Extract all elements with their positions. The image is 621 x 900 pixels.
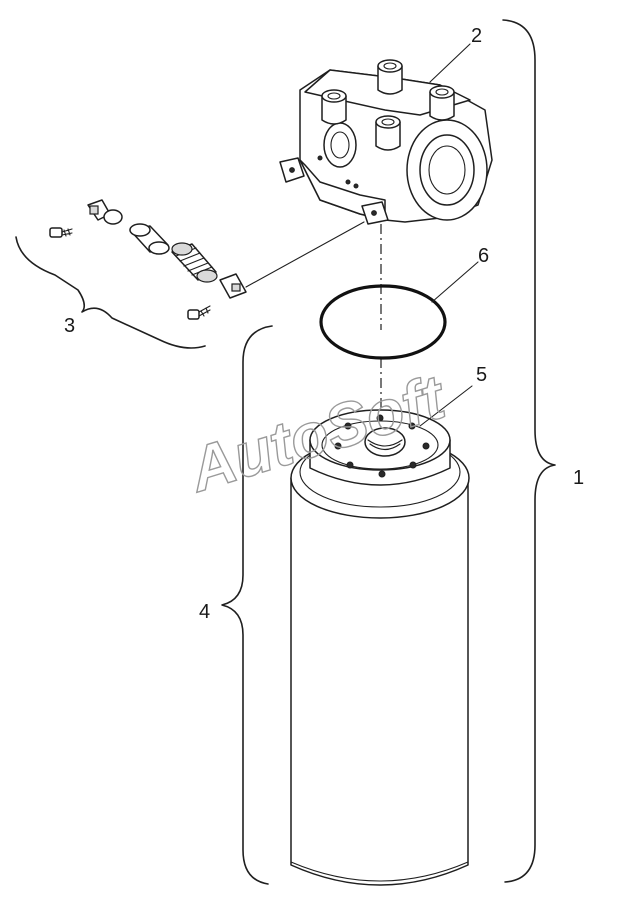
valve-spring (171, 242, 218, 283)
filter-head (279, 59, 493, 225)
head-boss-2 (377, 59, 403, 95)
valve-piston (129, 223, 170, 255)
valve-end-plug (219, 273, 247, 299)
o-ring (319, 284, 447, 360)
callout-4: 4 (199, 601, 210, 623)
leader-6 (431, 261, 479, 303)
brace-filter (221, 325, 273, 885)
screw-lower (187, 305, 211, 320)
callout-5: 5 (476, 364, 487, 386)
screw-upper (49, 227, 73, 238)
filter-element (290, 409, 470, 886)
valve-kit (49, 199, 365, 320)
head-boss-1 (321, 89, 347, 125)
callout-3: 3 (64, 315, 75, 337)
head-boss-4 (375, 115, 401, 151)
callout-1: 1 (573, 467, 584, 489)
head-boss-3 (429, 85, 455, 121)
leader-2 (429, 43, 471, 83)
callout-2: 2 (471, 25, 482, 47)
brace-assembly (502, 19, 556, 883)
leader-5 (419, 385, 473, 427)
brace-valve-kit (15, 236, 206, 349)
valve-cap (87, 199, 123, 225)
callout-6: 6 (478, 245, 489, 267)
